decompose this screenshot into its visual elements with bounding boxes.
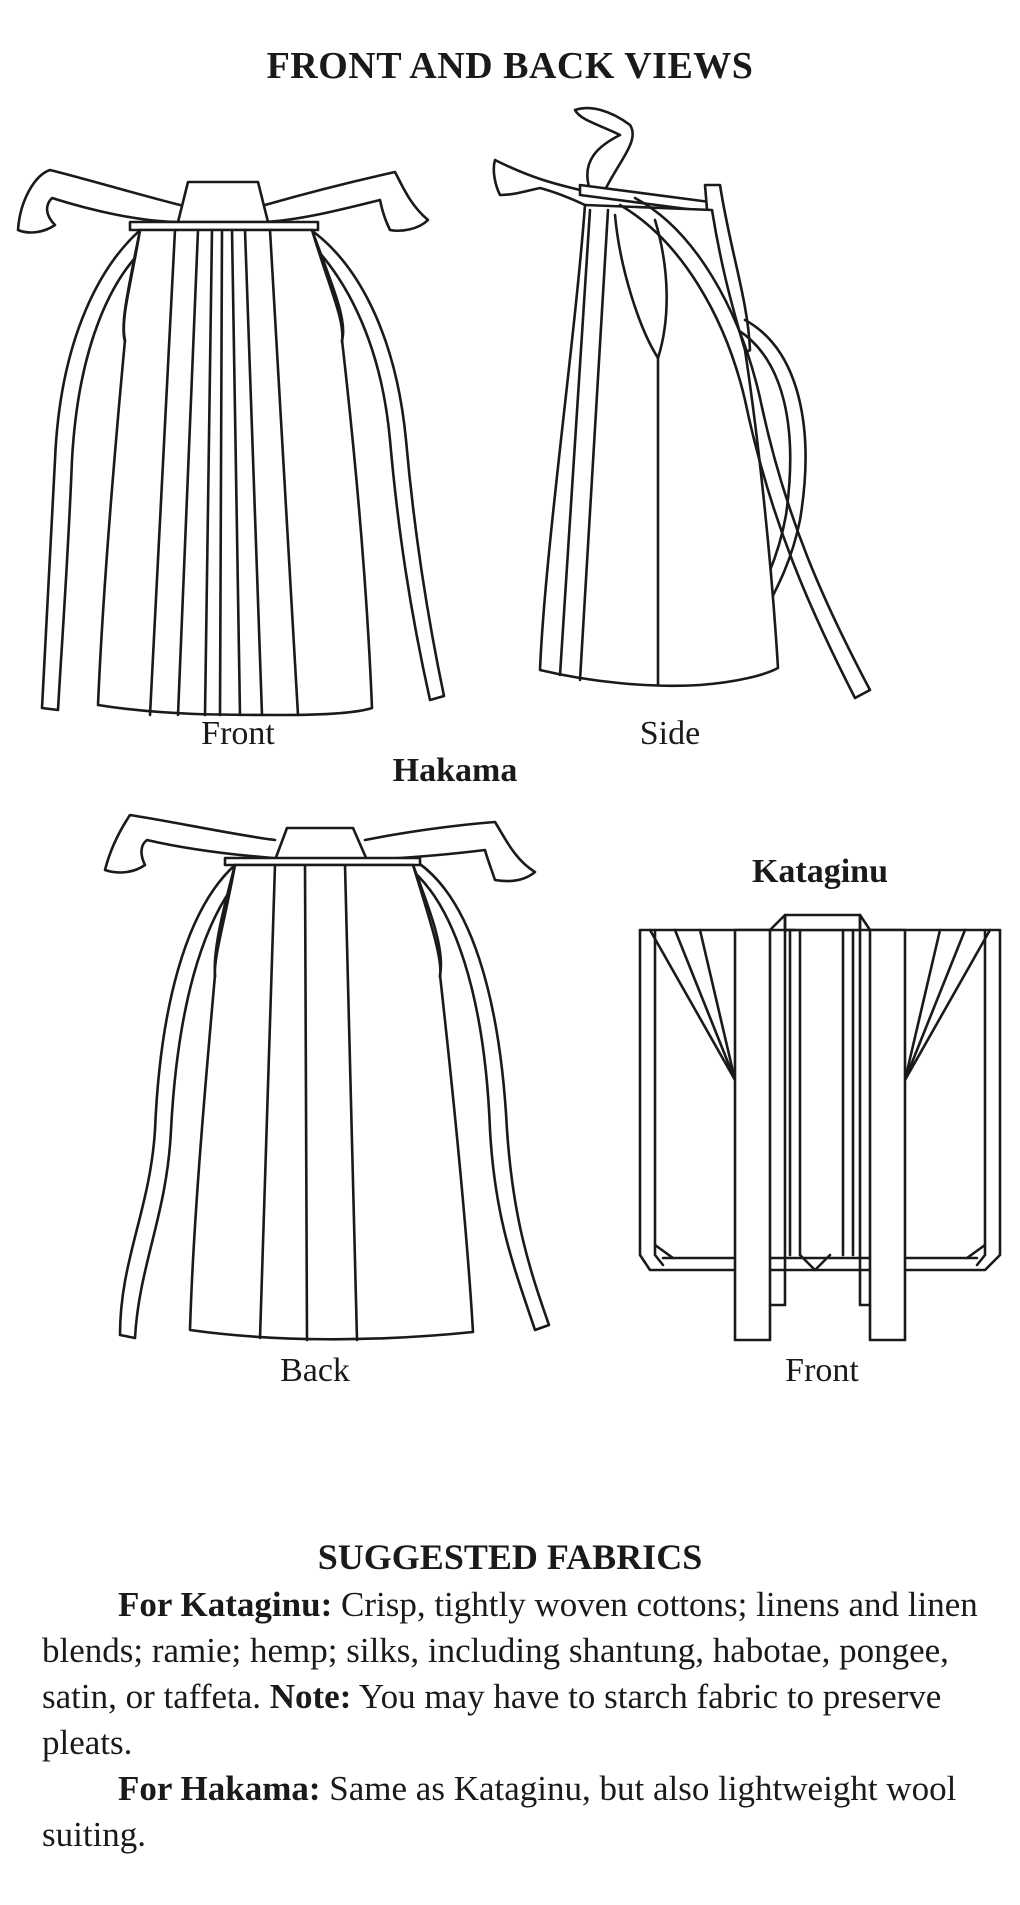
- hakama-fabrics-text: Same as Kataginu, but also lightweight w…: [42, 1769, 957, 1854]
- note-label: Note:: [269, 1677, 352, 1716]
- hakama-fabrics-label: For Hakama:: [118, 1769, 321, 1808]
- fabrics-text: For Kataginu: Crisp, tightly woven cotto…: [42, 1582, 992, 1858]
- kataginu-fabrics-paragraph: For Kataginu: Crisp, tightly woven cotto…: [42, 1582, 992, 1766]
- hakama-title: Hakama: [392, 752, 518, 789]
- kataginu-title: Kataginu: [751, 853, 889, 890]
- kataginu-fabrics-text: Crisp, tightly woven cottons; linens and…: [42, 1585, 978, 1716]
- hakama-back-caption: Back: [280, 1352, 350, 1389]
- hakama-front-caption: Front: [201, 715, 275, 752]
- hakama-side-illustration: [492, 106, 872, 700]
- page-title: FRONT AND BACK VIEWS: [266, 45, 754, 87]
- kataginu-front-illustration: [638, 913, 1002, 1342]
- hakama-front-illustration: [16, 168, 446, 717]
- hakama-fabrics-paragraph: For Hakama: Same as Kataginu, but also l…: [42, 1766, 992, 1858]
- note-text: You may have to starch fabric to preserv…: [42, 1677, 942, 1762]
- hakama-back-illustration: [103, 813, 551, 1342]
- kataginu-front-caption: Front: [785, 1352, 859, 1389]
- fabrics-title: SUGGESTED FABRICS: [317, 1537, 703, 1577]
- kataginu-fabrics-label: For Kataginu:: [118, 1585, 333, 1624]
- hakama-side-caption: Side: [639, 715, 701, 752]
